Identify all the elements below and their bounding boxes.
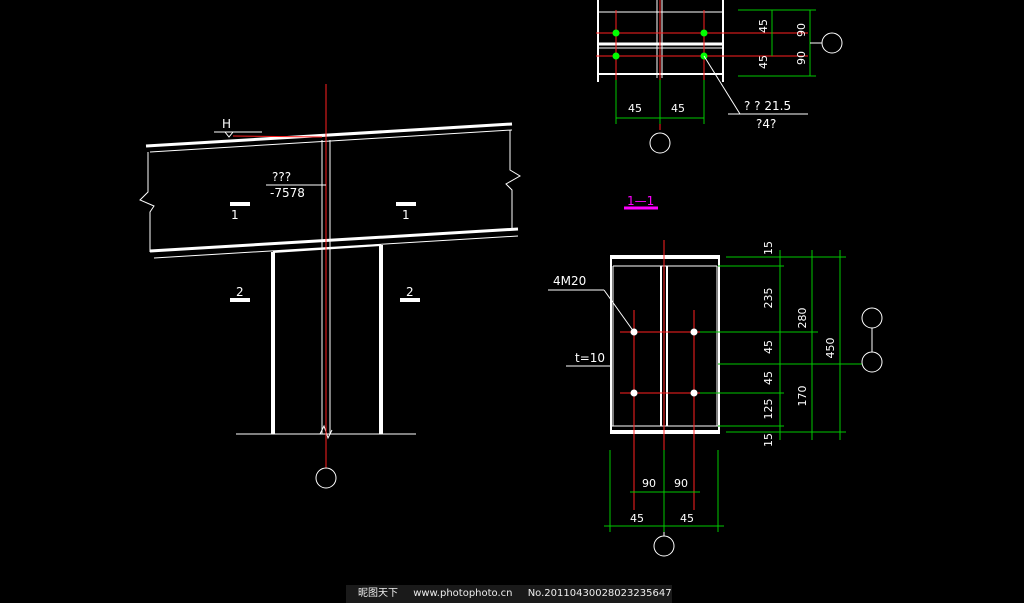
top-bolt bbox=[700, 29, 708, 37]
beam-label-top: ??? bbox=[272, 170, 291, 184]
bolt-spec-leader bbox=[603, 289, 635, 333]
dim-v-6: 15 bbox=[762, 433, 775, 447]
top-dim-right-1: 45 bbox=[757, 19, 770, 33]
watermark-footer: 昵图天下 www.photophoto.cn No.20110430028023… bbox=[346, 585, 672, 603]
plate-thickness-label: t=10 bbox=[575, 351, 605, 365]
column-cap bbox=[272, 244, 382, 253]
watermark-url: www.photophoto.cn bbox=[413, 588, 513, 599]
bolt bbox=[690, 389, 698, 397]
left-break-line bbox=[139, 152, 155, 252]
dim-v-1: 15 bbox=[762, 241, 775, 255]
watermark-number: No.20110430028023235647 bbox=[527, 588, 672, 599]
top-bolt bbox=[612, 29, 620, 37]
bolt bbox=[690, 328, 698, 336]
level-triangle bbox=[223, 131, 235, 138]
beam-top-flange-inner bbox=[149, 129, 513, 153]
dim-total: 450 bbox=[824, 338, 837, 359]
dim-v-3: 45 bbox=[762, 340, 775, 354]
dim-bottom-outer-2: 45 bbox=[680, 512, 694, 525]
beam-label-bottom: -7578 bbox=[270, 186, 305, 200]
watermark-site: 昵图天下 bbox=[358, 588, 398, 599]
axis-bubble-top-right bbox=[821, 32, 843, 54]
section-mark-2-right: 2 bbox=[406, 285, 414, 299]
right-break-line bbox=[505, 130, 521, 230]
axis-bubble-top bbox=[649, 132, 671, 154]
top-dim-outer-2: 90 bbox=[795, 51, 808, 65]
bolt-spec-label: 4M20 bbox=[553, 274, 586, 288]
dim-bottom-inner-1: 90 bbox=[642, 477, 656, 490]
bolt bbox=[630, 389, 638, 397]
top-detail: 45 45 90 90 45 45 ? ? 21.5 ?4? bbox=[596, 0, 843, 154]
level-leader bbox=[232, 135, 323, 138]
note-leader bbox=[703, 55, 741, 115]
dim-bottom-inner-2: 90 bbox=[674, 477, 688, 490]
beam-top-flange bbox=[145, 122, 513, 148]
note-text-2: ?4? bbox=[756, 117, 776, 131]
section-mark-1-left: 1 bbox=[231, 208, 239, 222]
axis-bubble-upper bbox=[861, 307, 883, 329]
top-dim-right-2: 45 bbox=[757, 55, 770, 69]
note-text-1: ? ? 21.5 bbox=[744, 99, 791, 113]
dim-v-4: 45 bbox=[762, 371, 775, 385]
top-dim-bottom-1: 45 bbox=[628, 102, 642, 115]
axis-bubble-bottom bbox=[653, 535, 675, 557]
dim-combined-2: 170 bbox=[796, 386, 809, 407]
dim-combined-1: 280 bbox=[796, 308, 809, 329]
level-mark-label: H bbox=[222, 117, 231, 131]
axis-bubble-elevation bbox=[315, 467, 337, 489]
section-mark-1-right: 1 bbox=[402, 208, 410, 222]
dim-v-2: 235 bbox=[762, 288, 775, 309]
dim-bottom-outer-1: 45 bbox=[630, 512, 644, 525]
section-title: 1—1 bbox=[627, 194, 654, 208]
beam-bottom-flange bbox=[149, 227, 519, 253]
top-dim-outer-1: 90 bbox=[795, 23, 808, 37]
elevation-view: H ??? -7578 1 1 2 2 bbox=[139, 84, 521, 489]
top-dim-bottom-2: 45 bbox=[671, 102, 685, 115]
top-bolt bbox=[612, 52, 620, 60]
axis-bubble-lower bbox=[861, 351, 883, 373]
dim-v-5: 125 bbox=[762, 399, 775, 420]
section-mark-2-left: 2 bbox=[236, 285, 244, 299]
section-1-1: 1—1 4M20 t=10 bbox=[548, 194, 883, 557]
